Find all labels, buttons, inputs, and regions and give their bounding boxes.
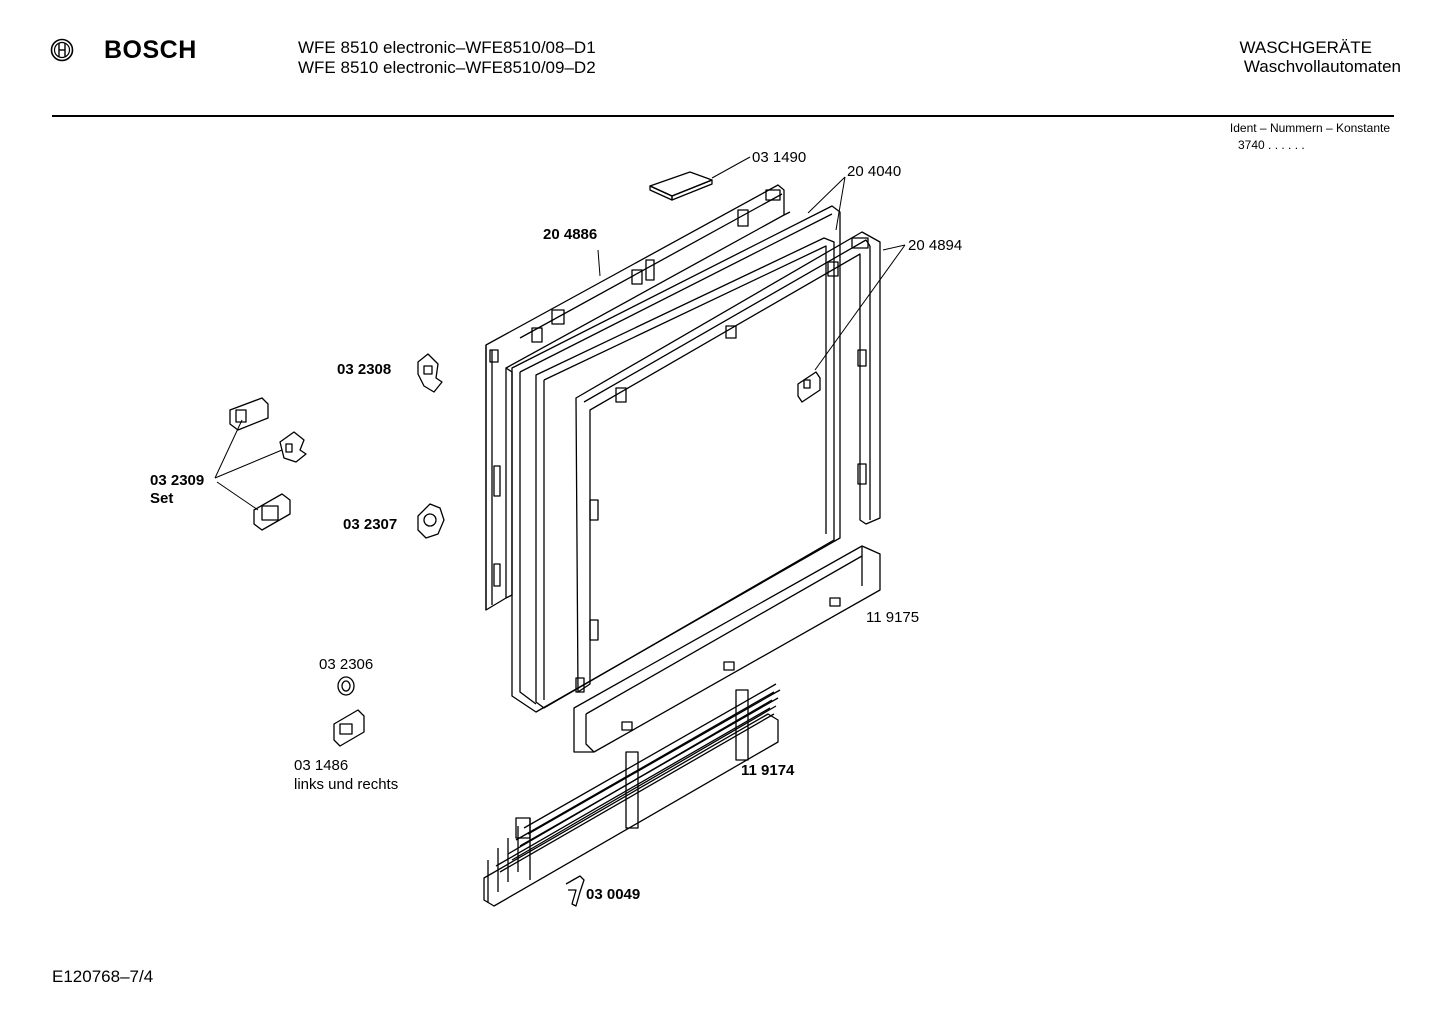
label-119174: 11 9174	[741, 762, 795, 779]
part-032309-item-2	[279, 431, 307, 463]
brand-name: BOSCH	[104, 36, 197, 64]
label-204886: 20 4886	[543, 226, 598, 243]
part-204886-outer-frame	[485, 184, 791, 611]
part-032309-item-1	[229, 397, 269, 431]
leader-lines	[214, 156, 906, 511]
label-031486: 03 1486	[294, 757, 349, 774]
category-line-1: WASCHGERÄTE	[1239, 38, 1372, 57]
part-031486-hinge	[333, 709, 365, 747]
part-204894-gasket-frame	[575, 231, 881, 693]
label-032307: 03 2307	[343, 516, 398, 533]
ident-label: Ident – Nummern – Konstante	[1229, 121, 1390, 135]
part-119174-grill	[483, 683, 781, 907]
part-204040-glass	[511, 205, 841, 713]
ident-value: 3740 . . . . . .	[1238, 138, 1305, 152]
label-204894: 20 4894	[908, 237, 963, 254]
part-204894-clip	[797, 371, 821, 403]
label-204040: 20 4040	[847, 163, 902, 180]
label-119175: 11 9175	[866, 609, 920, 626]
label-030049: 03 0049	[586, 886, 641, 903]
label-031486-note: links und rechts	[294, 776, 399, 793]
drawing-id: E120768–7/4	[52, 967, 154, 986]
label-032306: 03 2306	[319, 656, 374, 673]
label-032309-set: Set	[150, 490, 174, 507]
part-inner-window	[535, 237, 835, 709]
model-line-1: WFE 8510 electronic–WFE8510/08–D1	[298, 38, 596, 57]
category-line-2: Waschvollautomaten	[1243, 57, 1401, 76]
part-030049-clip	[565, 875, 585, 907]
part-119175-trim	[573, 545, 881, 753]
part-032309-item-3	[253, 493, 291, 531]
label-032308: 03 2308	[337, 361, 392, 378]
part-031490-pad	[649, 171, 713, 201]
model-line-2: WFE 8510 electronic–WFE8510/09–D2	[298, 58, 596, 77]
label-032309: 03 2309	[150, 472, 205, 489]
bosch-armature-logo-icon	[50, 38, 74, 62]
header-divider	[52, 115, 1394, 117]
part-032307-latch	[417, 503, 445, 539]
part-032306-knob	[337, 676, 355, 696]
label-031490: 03 1490	[752, 149, 807, 166]
part-032308-hinge	[417, 353, 443, 393]
